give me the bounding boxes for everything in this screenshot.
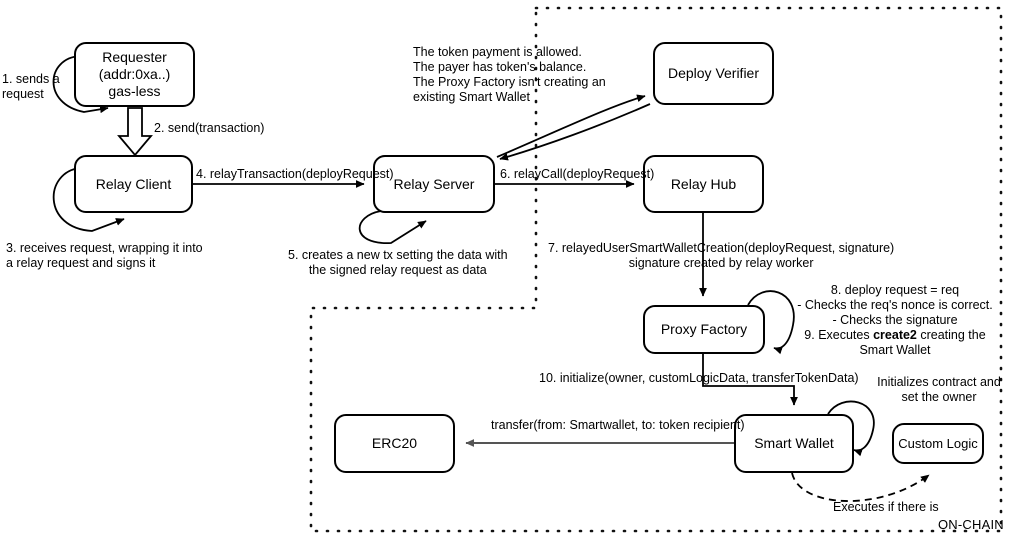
annotation-transfer-call: transfer(from: Smartwallet, to: token re… bbox=[491, 418, 745, 432]
node-custom-logic-label: Custom Logic bbox=[898, 436, 978, 451]
annotation-initializes-note: Initializes contract and set the owner bbox=[877, 375, 1001, 404]
arrow-requester-self bbox=[52, 55, 109, 114]
node-relay-client-label: Relay Client bbox=[95, 175, 172, 192]
node-requester[interactable]: Requester (addr:0xa..) gas-less bbox=[74, 42, 195, 107]
annotation-step-9-post: creating the bbox=[916, 328, 986, 342]
node-relay-client[interactable]: Relay Client bbox=[74, 155, 193, 213]
arrow-relay-client-self bbox=[52, 167, 125, 232]
annotation-step-3: 3. receives request, wrapping it into a … bbox=[6, 241, 203, 270]
arrow-send-transaction bbox=[117, 107, 153, 157]
annotation-step-7: 7. relayedUserSmartWalletCreation(deploy… bbox=[548, 241, 895, 270]
annotation-step-8-line-2: - Checks the req's nonce is correct. bbox=[797, 298, 993, 312]
node-erc20-label: ERC20 bbox=[371, 435, 418, 451]
arrow-executes-custom-logic bbox=[791, 472, 930, 502]
annotation-step-1: 1. sends a request bbox=[2, 72, 60, 101]
annotation-verifier-conditions: The token payment is allowed. The payer … bbox=[413, 45, 606, 104]
annotation-step-2: 2. send(transaction) bbox=[154, 121, 265, 135]
node-relay-server[interactable]: Relay Server bbox=[373, 155, 495, 213]
annotation-step-8-line-1: 8. deploy request = req bbox=[830, 283, 960, 297]
node-custom-logic[interactable]: Custom Logic bbox=[892, 423, 984, 464]
annotation-step-8-line-3: - Checks the signature bbox=[832, 313, 958, 327]
annotation-executes-note: Executes if there is bbox=[833, 500, 939, 514]
node-requester-label: Requester (addr:0xa..) gas-less bbox=[98, 49, 171, 99]
annotation-step-8-9: 8. deploy request = req - Checks the req… bbox=[790, 283, 1000, 358]
annotation-step-9-line: 9. Executes create2 creating the bbox=[790, 328, 1000, 343]
arrow-relay-server-self bbox=[358, 210, 427, 244]
annotation-step-9-line-2: Smart Wallet bbox=[859, 343, 931, 357]
node-deploy-verifier-label: Deploy Verifier bbox=[667, 65, 760, 81]
arrow-proxy-factory-self bbox=[747, 290, 795, 355]
node-relay-server-label: Relay Server bbox=[393, 175, 475, 192]
node-smart-wallet-label: Smart Wallet bbox=[754, 435, 834, 451]
annotation-step-5: 5. creates a new tx setting the data wit… bbox=[288, 248, 508, 277]
node-erc20[interactable]: ERC20 bbox=[334, 414, 455, 473]
arrow-smart-wallet-self bbox=[827, 400, 875, 457]
node-relay-hub[interactable]: Relay Hub bbox=[643, 155, 764, 213]
on-chain-label: ON-CHAIN bbox=[938, 517, 1004, 532]
annotation-step-4: 4. relayTransaction(deployRequest) bbox=[196, 167, 394, 181]
annotation-step-10: 10. initialize(owner, customLogicData, t… bbox=[539, 371, 859, 385]
annotation-step-9-pre: 9. Executes bbox=[804, 328, 874, 342]
arrow-verify-request bbox=[496, 94, 646, 158]
node-relay-hub-label: Relay Hub bbox=[670, 175, 737, 192]
arrow-initialize bbox=[702, 354, 798, 406]
node-smart-wallet[interactable]: Smart Wallet bbox=[734, 414, 854, 473]
annotation-step-9-create2: create2 bbox=[873, 328, 917, 342]
node-proxy-factory-label: Proxy Factory bbox=[660, 321, 748, 337]
node-proxy-factory[interactable]: Proxy Factory bbox=[643, 305, 765, 354]
arrow-verify-response bbox=[499, 103, 651, 161]
node-deploy-verifier[interactable]: Deploy Verifier bbox=[653, 42, 774, 105]
annotation-step-6: 6. relayCall(deployRequest) bbox=[500, 167, 655, 181]
